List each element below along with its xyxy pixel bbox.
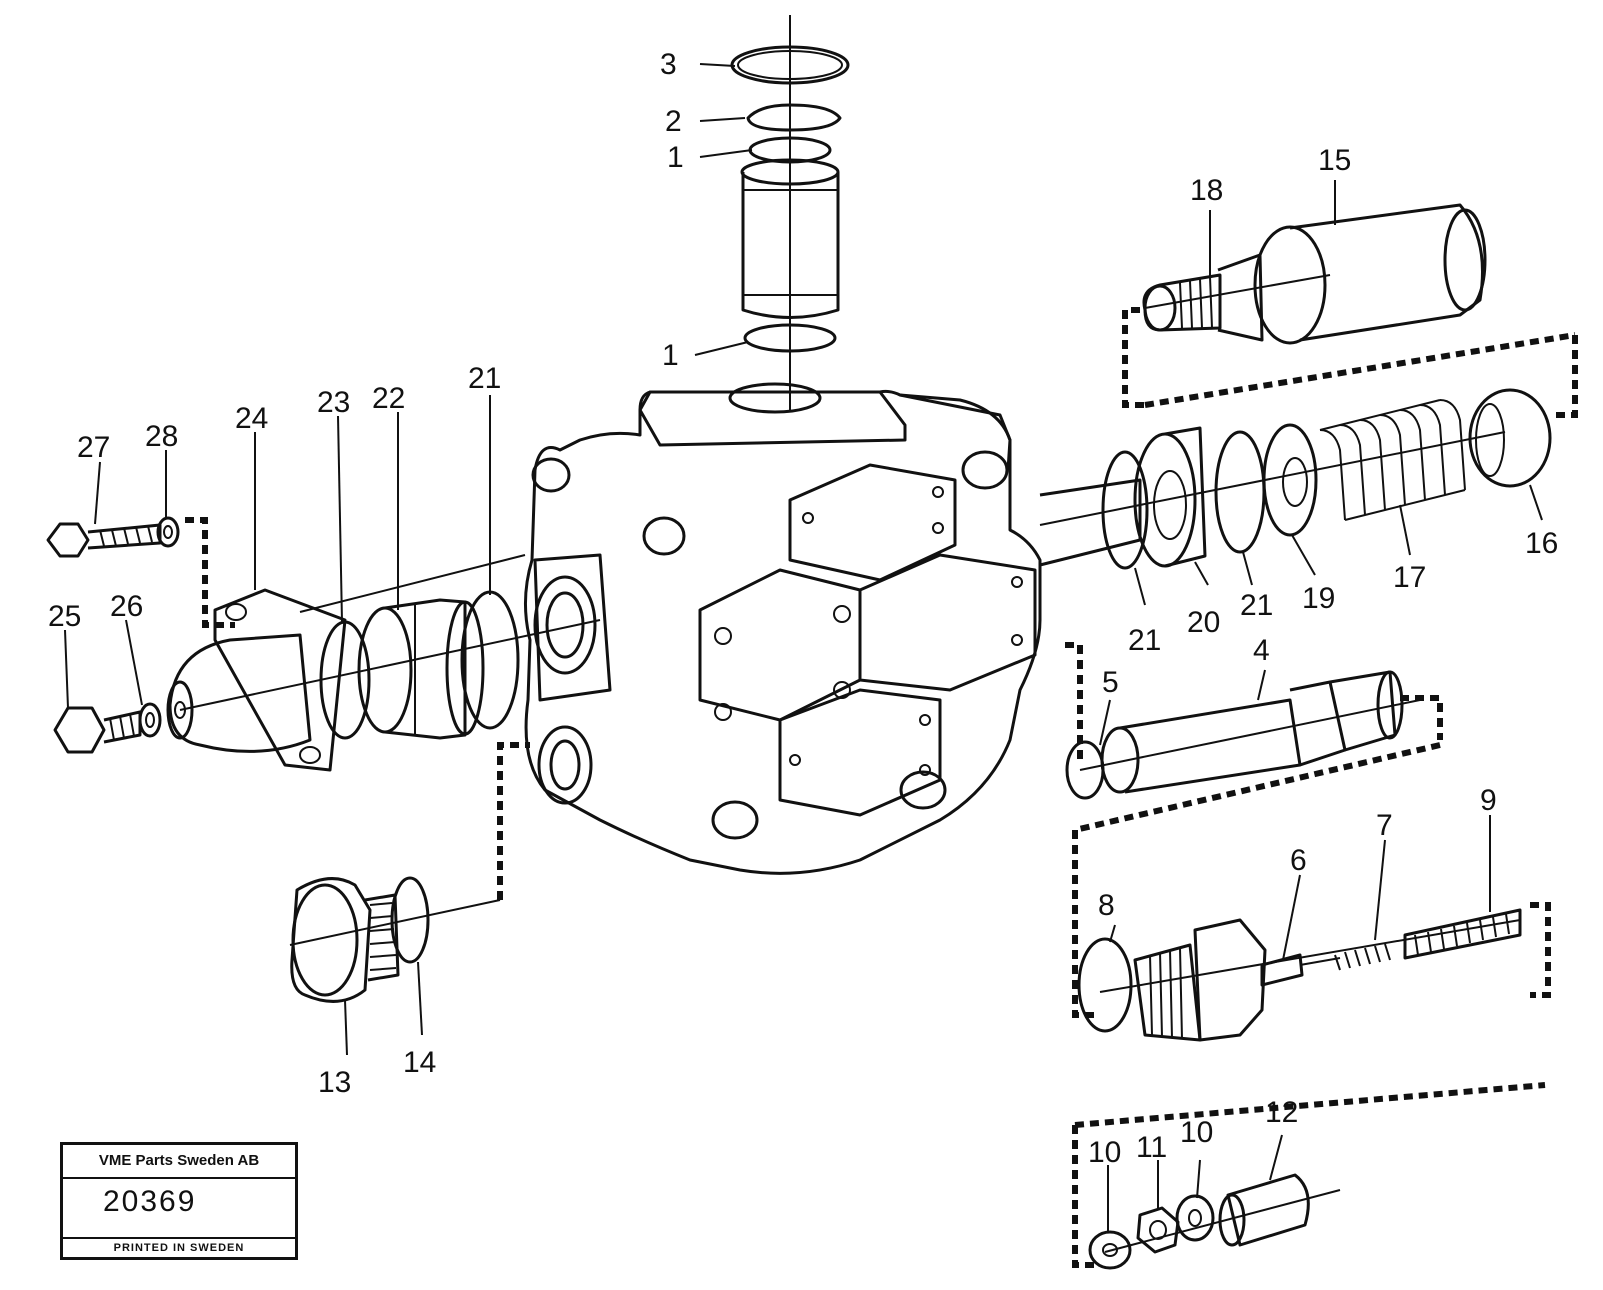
callout-28: 28 [145, 420, 178, 453]
stamp-drawing-number: 20369 [103, 1185, 197, 1218]
leader-lines [64, 63, 1543, 1232]
callout-26: 26 [110, 590, 143, 623]
callout-18: 18 [1190, 174, 1223, 207]
callout-14: 14 [403, 1046, 436, 1079]
callout-17: 17 [1393, 561, 1426, 594]
callout-27: 27 [77, 431, 110, 464]
callout-2: 2 [665, 105, 682, 138]
callout-23: 23 [317, 386, 350, 419]
callout-21-right-a: 21 [1128, 624, 1161, 657]
bottom-right-assembly [1072, 1082, 1546, 1270]
callout-labels: 3 2 1 1 15 18 16 17 19 21 20 21 4 5 9 7 … [48, 48, 1558, 1169]
callout-21-left: 21 [468, 362, 501, 395]
callout-10-right: 10 [1180, 1116, 1213, 1149]
callout-19: 19 [1302, 582, 1335, 615]
callout-22: 22 [372, 382, 405, 415]
callout-24: 24 [235, 402, 268, 435]
callout-5: 5 [1102, 666, 1119, 699]
callout-20: 20 [1187, 606, 1220, 639]
callout-16: 16 [1525, 527, 1558, 560]
callout-21-right-b: 21 [1240, 589, 1273, 622]
plug-assembly [289, 742, 530, 1003]
callout-6: 6 [1290, 844, 1307, 877]
callout-1-top: 1 [667, 141, 684, 174]
callout-15: 15 [1318, 144, 1351, 177]
title-stamp: VME Parts Sweden AB 20369 PRINTED IN SWE… [60, 1142, 298, 1260]
spool-assembly [1065, 642, 1443, 833]
callout-13: 13 [318, 1066, 351, 1099]
top-stack [730, 15, 850, 410]
stamp-footer: PRINTED IN SWEDEN [63, 1237, 295, 1257]
callout-9: 9 [1480, 784, 1497, 817]
callout-1-bottom: 1 [662, 339, 679, 372]
callout-8: 8 [1098, 889, 1115, 922]
callout-11: 11 [1136, 1131, 1167, 1164]
callout-4: 4 [1253, 634, 1270, 667]
callout-7: 7 [1376, 809, 1393, 842]
left-pilot-assembly [46, 516, 601, 772]
right-upper-assembly [1039, 203, 1578, 570]
callout-12: 12 [1265, 1096, 1298, 1129]
callout-25: 25 [48, 600, 81, 633]
stamp-company: VME Parts Sweden AB [63, 1145, 295, 1179]
callout-3: 3 [660, 48, 677, 81]
relief-valve-assembly [1072, 830, 1551, 1042]
valve-housing [524, 382, 1142, 875]
callout-10-left: 10 [1088, 1136, 1121, 1169]
